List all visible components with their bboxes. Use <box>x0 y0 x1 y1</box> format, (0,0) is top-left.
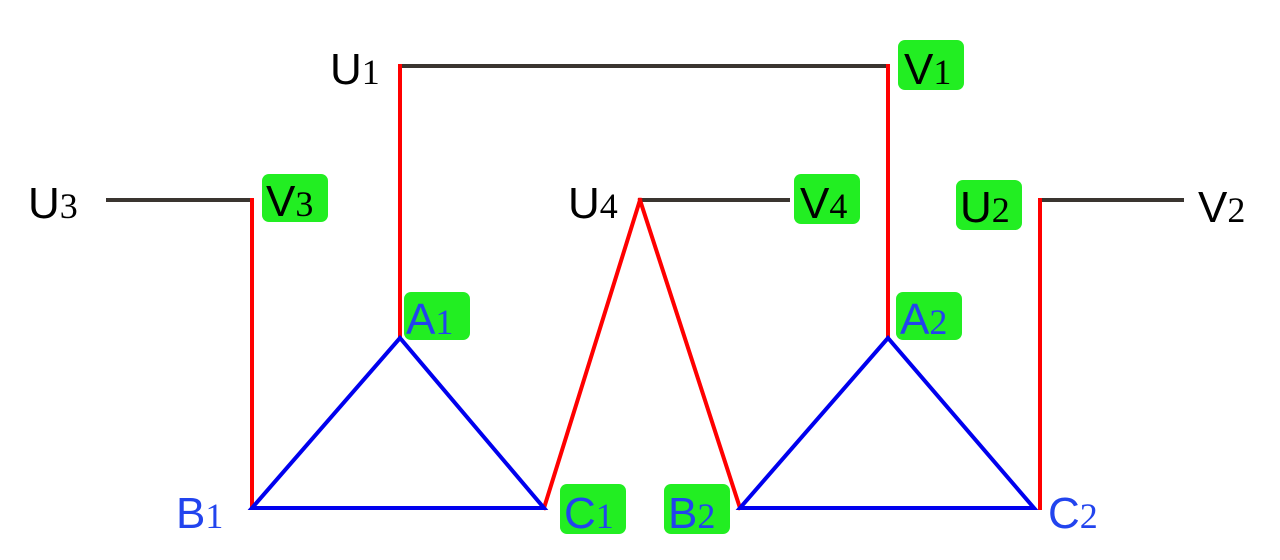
label-v3-highlight <box>262 174 328 222</box>
label-u3: U3 <box>28 179 78 228</box>
label-a2-highlight <box>896 292 962 340</box>
terminal-wires <box>106 64 1184 202</box>
label-v1: V1 <box>904 45 951 94</box>
label-a2: A2 <box>900 295 947 344</box>
label-v4-highlight <box>794 174 860 224</box>
label-v1-highlight <box>898 40 964 90</box>
red-wires <box>250 64 1042 511</box>
label-u2: U2 <box>960 183 1010 232</box>
label-c1-highlight <box>560 484 626 534</box>
terminal-labels: U1 V1 U3 V3 U4 V4 U2 V2 A1 A2 B1 C1 B2 <box>28 40 1245 538</box>
label-v4: V4 <box>800 179 847 228</box>
label-b2-highlight <box>664 484 730 534</box>
label-a1: A1 <box>406 295 453 344</box>
blue-triangles <box>247 334 1039 510</box>
label-b2: B2 <box>668 489 715 538</box>
wire-u4-b2 <box>637 197 743 511</box>
label-u1: U1 <box>330 45 380 94</box>
label-b1: B1 <box>176 489 223 538</box>
label-c2: C2 <box>1048 489 1098 538</box>
triangle-2 <box>735 334 1039 510</box>
label-u2-highlight <box>956 180 1022 230</box>
label-u4: U4 <box>568 179 618 228</box>
label-a1-highlight <box>404 292 470 340</box>
triangle-1 <box>247 334 549 510</box>
label-v3: V3 <box>266 177 313 226</box>
wire-u4-c1 <box>541 197 643 511</box>
label-v2: V2 <box>1198 183 1245 232</box>
label-c1: C1 <box>564 489 614 538</box>
